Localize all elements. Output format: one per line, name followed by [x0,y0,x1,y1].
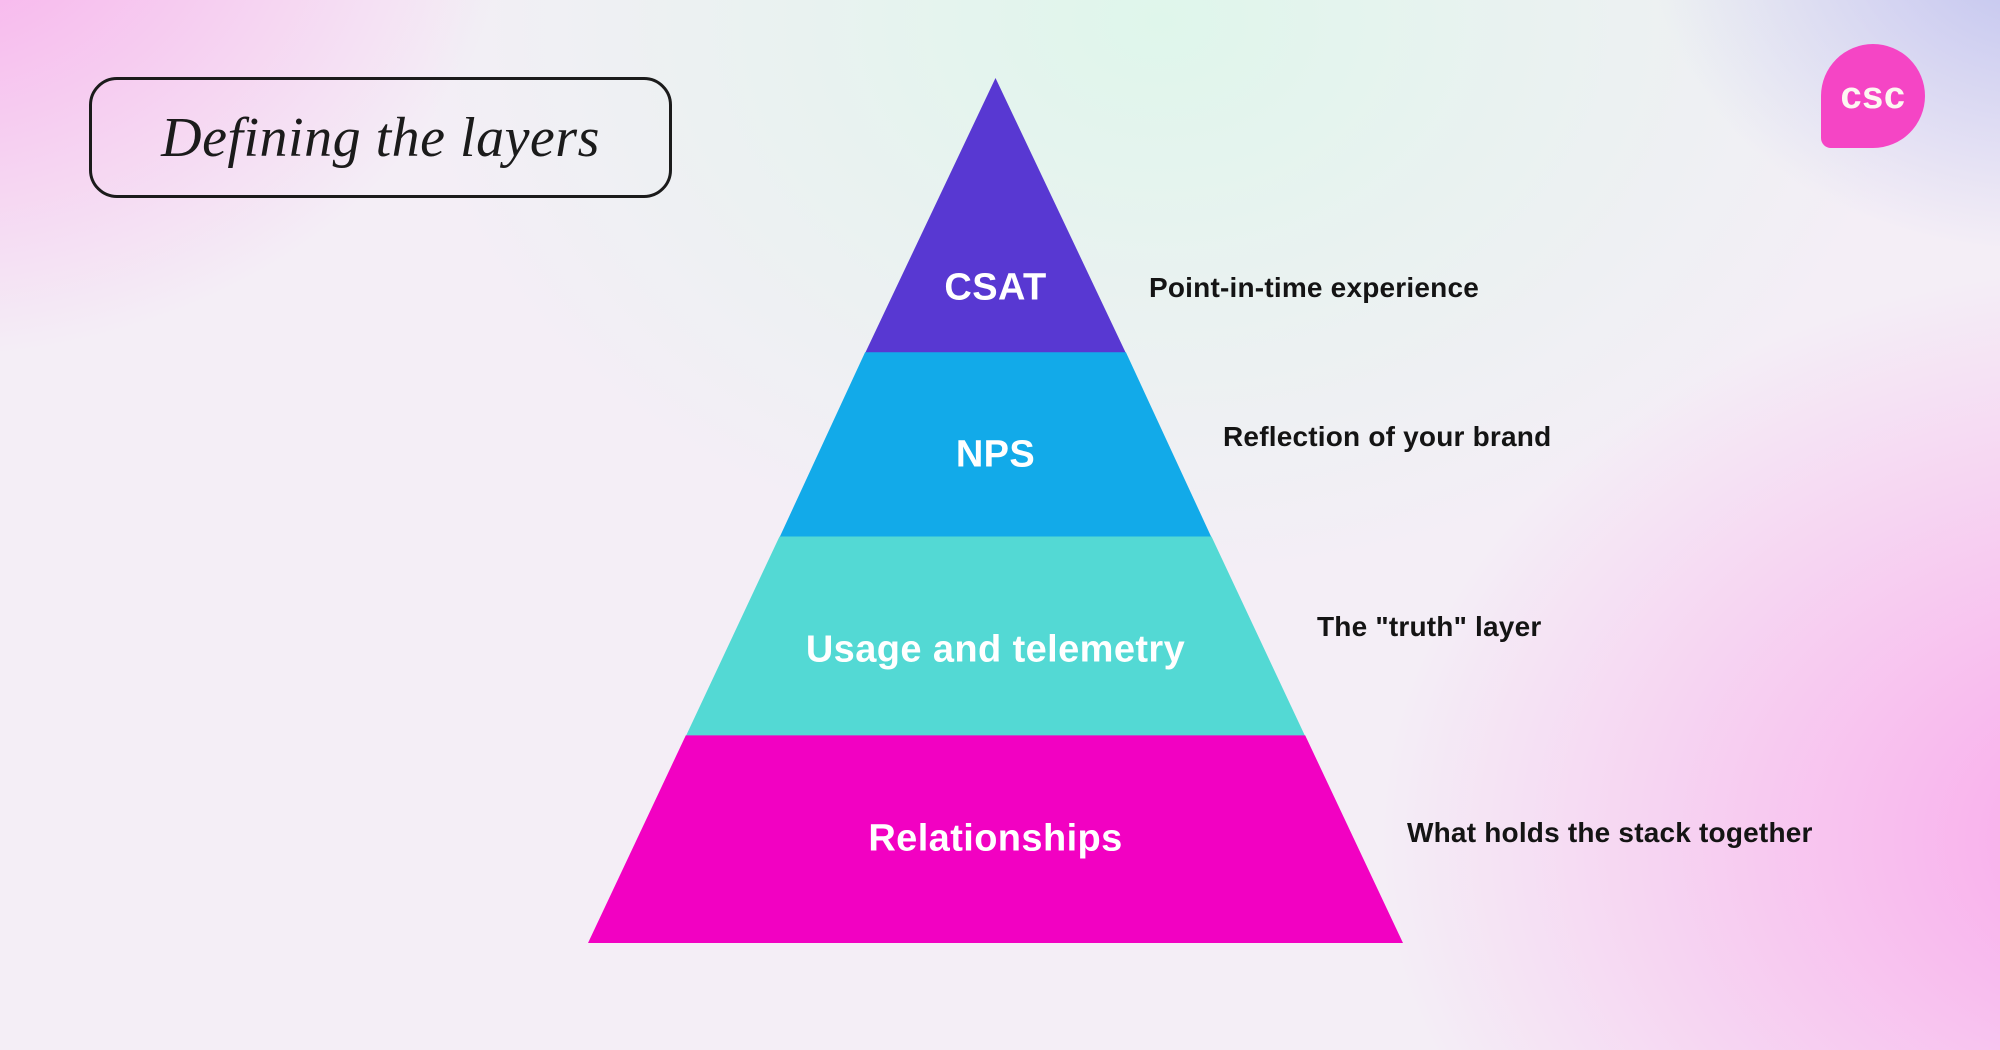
csc-logo: csc [1821,44,1925,148]
csc-logo-text: csc [1840,75,1906,117]
annotation-nps: Reflection of your brand [1223,421,1552,452]
slide-title: Defining the layers [161,106,600,169]
pyramid-layer-usage [685,536,1306,737]
pyramid-label-nps: NPS [955,433,1036,476]
pyramid-label-usage: Usage and telemetry [805,628,1186,671]
pyramid-diagram: CSAT NPS Usage and telemetry Relationshi… [588,78,1403,943]
pyramid-label-csat: CSAT [944,266,1047,309]
annotation-usage: The "truth" layer [1317,611,1542,642]
pyramid-label-relationships: Relationships [868,817,1123,860]
title-box: Defining the layers [89,77,672,198]
pyramid-layer-relationships [588,735,1403,943]
annotation-csat: Point-in-time experience [1149,272,1479,303]
annotation-relationships: What holds the stack together [1407,817,1813,848]
pyramid-layer-nps [779,352,1212,538]
